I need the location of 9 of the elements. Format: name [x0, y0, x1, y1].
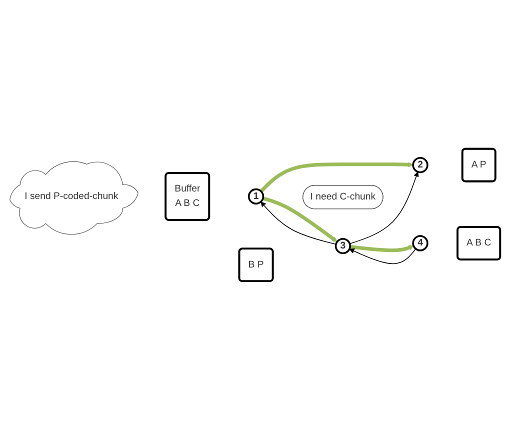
node-circle [248, 188, 264, 205]
node-circle [334, 238, 352, 254]
node-circle [412, 157, 428, 174]
arrow [350, 245, 414, 252]
network-diagram: I send P-coded-chunk Buffer A B C 1 2 A P B P 3 I need C-chunk 4 A B C [5, 144, 505, 286]
node-circle [412, 235, 428, 252]
arrow [260, 162, 414, 193]
arrow [349, 172, 419, 244]
arrow [349, 248, 416, 264]
